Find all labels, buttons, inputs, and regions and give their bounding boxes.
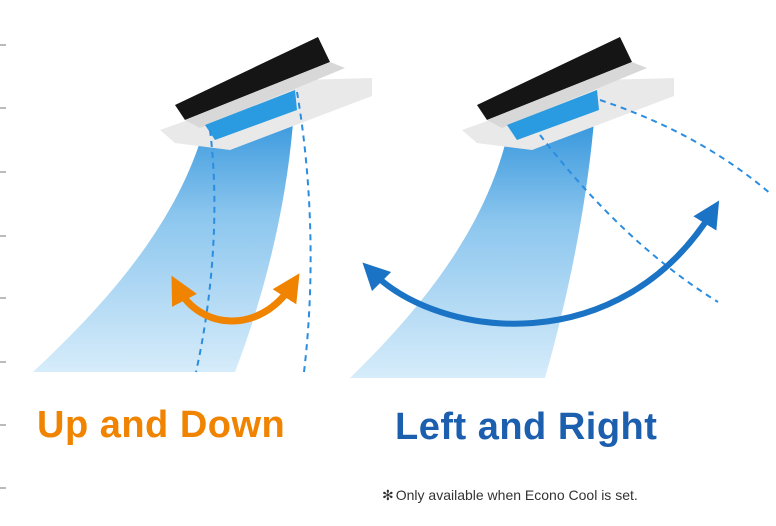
left-right-caption: Left and Right bbox=[395, 406, 658, 448]
up-down-caption: Up and Down bbox=[37, 404, 286, 446]
ceiling-unit-icon bbox=[462, 37, 674, 150]
swing-limit-dashed bbox=[599, 99, 773, 196]
left-right-arrow-icon bbox=[362, 200, 720, 327]
swing-limit-dashed bbox=[195, 129, 216, 373]
footnote: ✻Only available when Econo Cool is set. bbox=[382, 487, 638, 504]
left-right-panel bbox=[350, 37, 773, 378]
ceiling-unit-icon bbox=[160, 37, 372, 150]
swing-limit-dashed bbox=[296, 91, 312, 373]
up-down-arrow-icon bbox=[171, 273, 300, 325]
footnote-text: Only available when Econo Cool is set. bbox=[395, 487, 638, 503]
up-down-panel bbox=[33, 37, 372, 373]
asterisk-icon: ✻ bbox=[382, 487, 394, 503]
edge-ticks bbox=[0, 44, 6, 489]
